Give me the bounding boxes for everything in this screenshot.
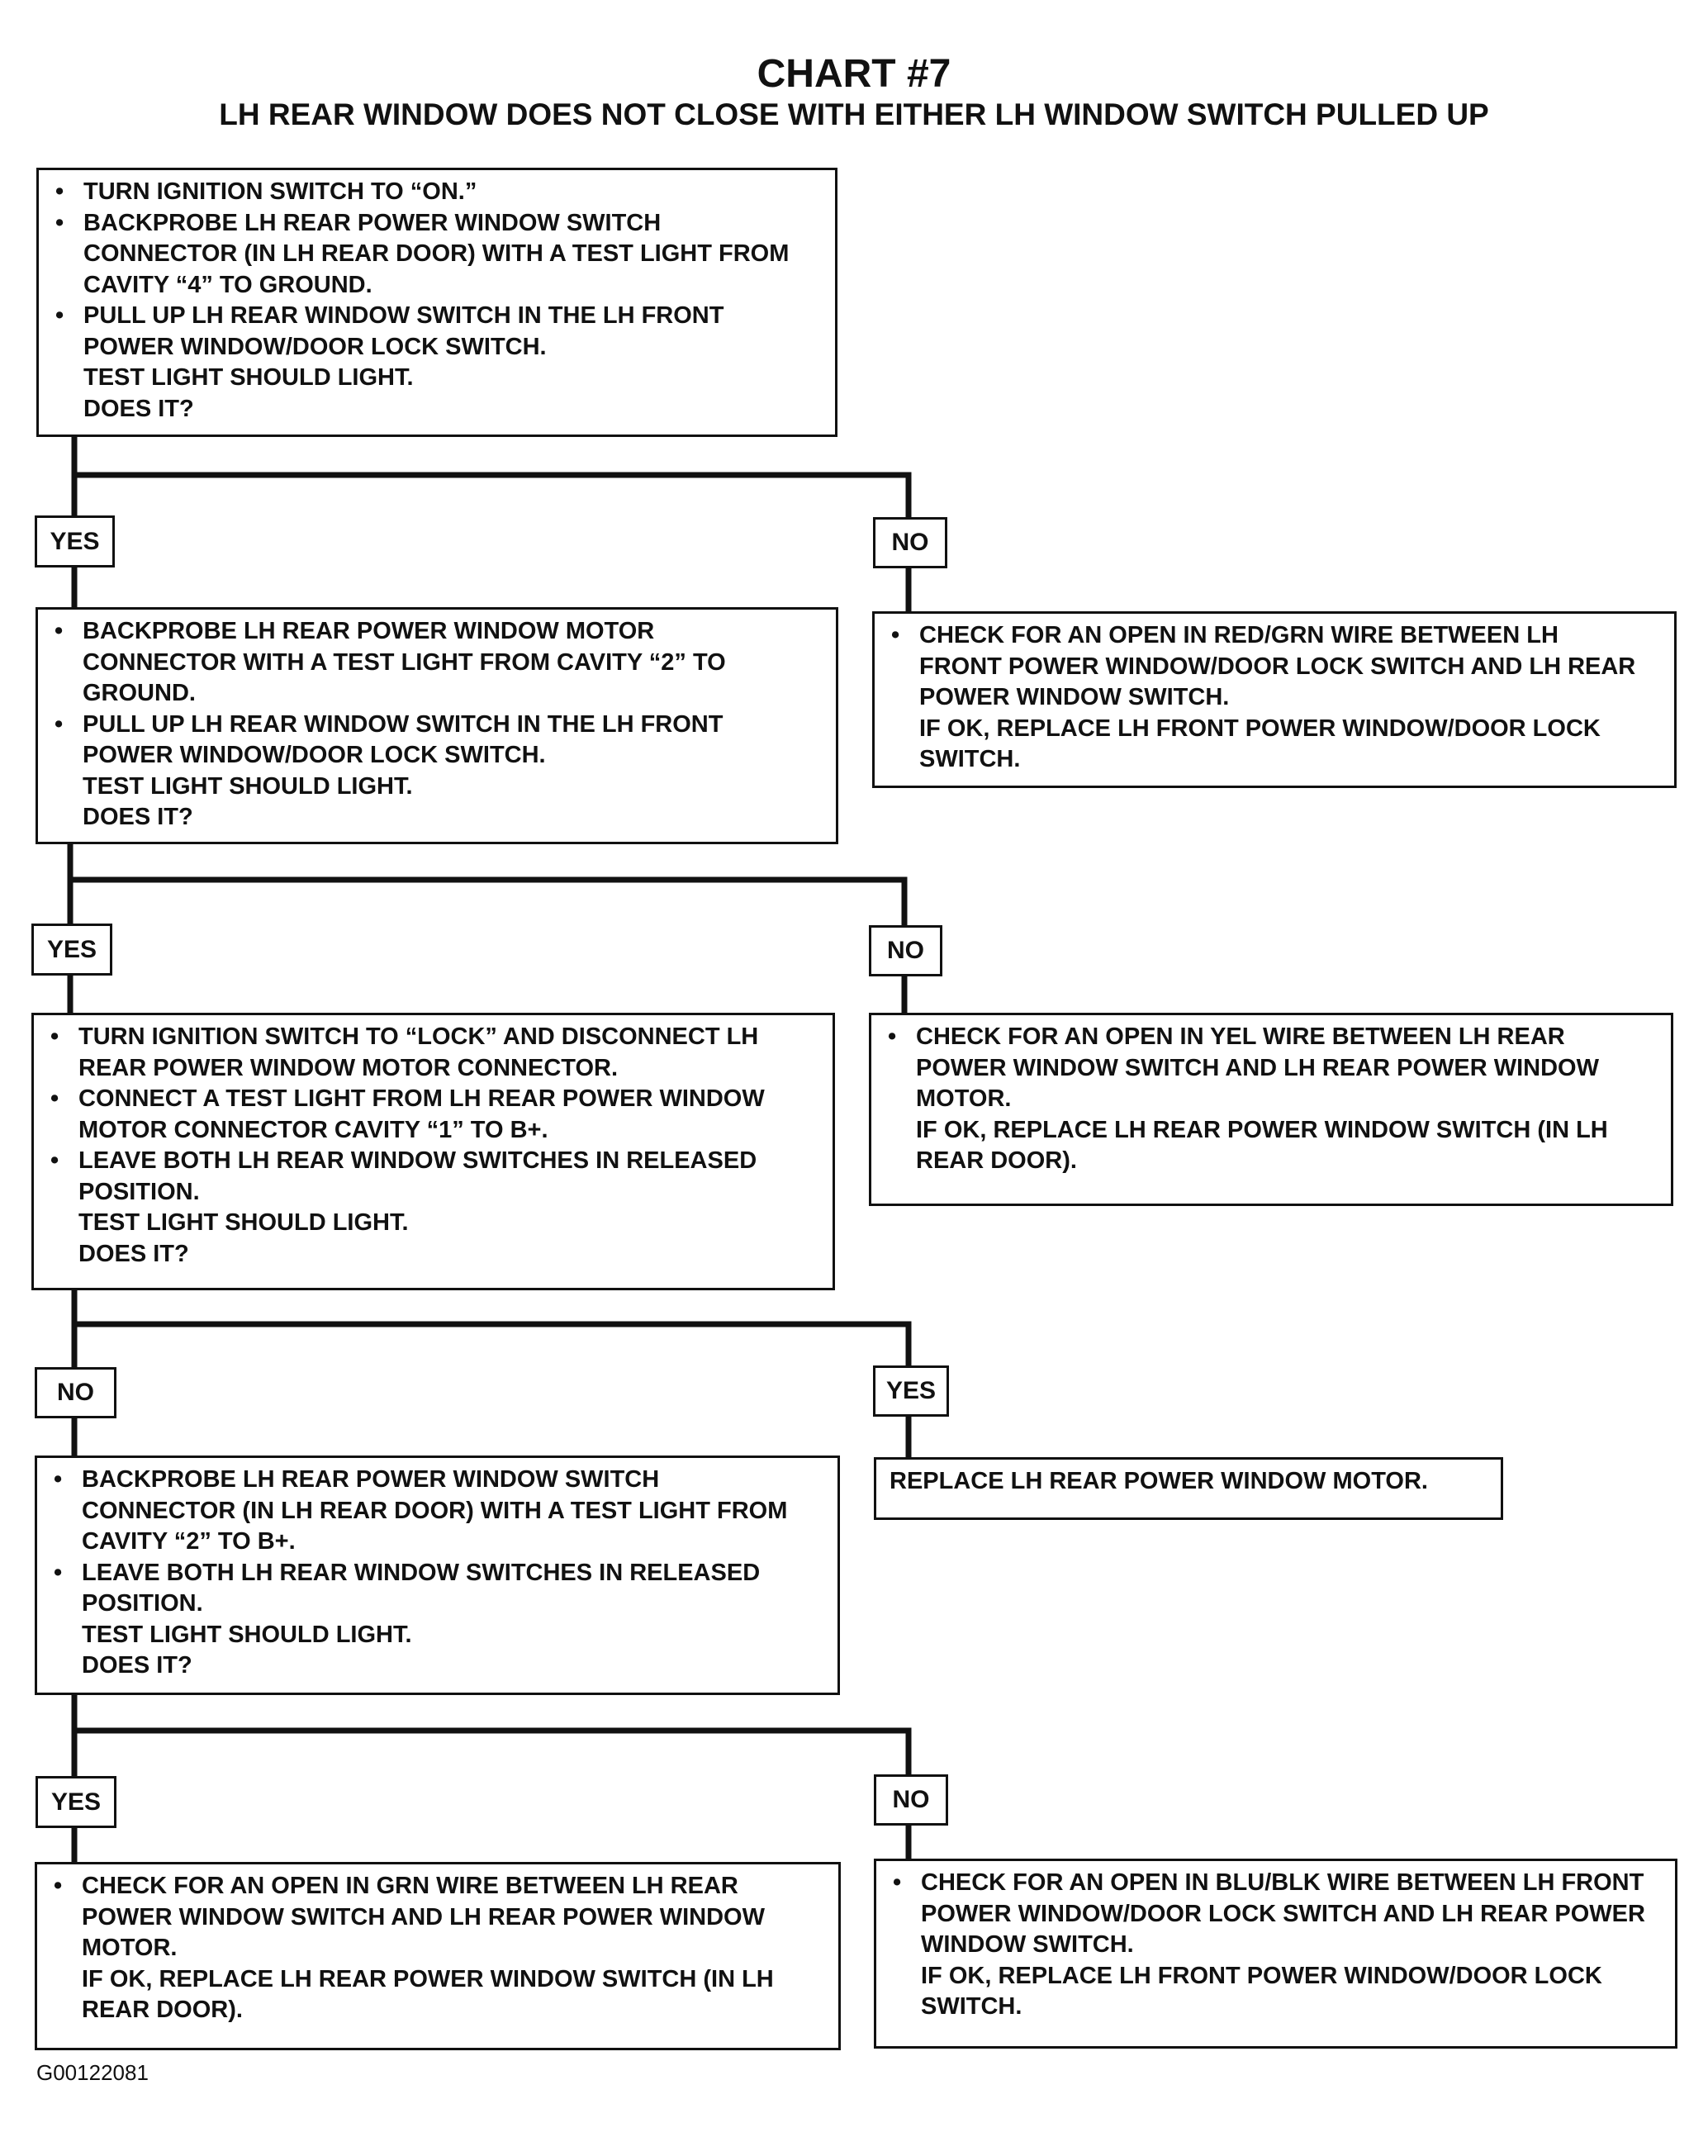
bullet-continuation: FRONT POWER WINDOW/DOOR LOCK SWITCH AND …	[919, 653, 1636, 680]
bullet-item: TURN IGNITION SWITCH TO “ON.”	[52, 177, 825, 208]
step3-yes-box: REPLACE LH REAR POWER WINDOW MOTOR.	[874, 1457, 1503, 1520]
label-no-1: NO	[873, 517, 947, 568]
box-note: IF OK, REPLACE LH REAR POWER WINDOW SWIT…	[916, 1116, 1608, 1143]
bullet-item: LEAVE BOTH LH REAR WINDOW SWITCHES IN RE…	[47, 1146, 823, 1177]
bullet-continuation: POWER WINDOW/DOOR LOCK SWITCH.	[83, 742, 546, 768]
bullet-item: CHECK FOR AN OPEN IN RED/GRN WIRE BETWEE…	[888, 620, 1664, 652]
step4-box: BACKPROBE LH REAR POWER WINDOW SWITCHCON…	[35, 1456, 840, 1695]
bullet-continuation: POSITION.	[82, 1590, 203, 1617]
step1-no-box: CHECK FOR AN OPEN IN RED/GRN WIRE BETWEE…	[872, 611, 1677, 788]
bullet-continuation: GROUND.	[83, 680, 196, 706]
branch-line-1	[71, 430, 912, 613]
chart-title: CHART #7	[757, 52, 951, 96]
box-note: REAR DOOR).	[82, 1997, 243, 2023]
figure-code: G00122081	[36, 2060, 149, 2085]
label-yes-2: YES	[31, 924, 112, 976]
step2-box: BACKPROBE LH REAR POWER WINDOW MOTORCONN…	[36, 607, 838, 844]
label-yes-1: YES	[35, 515, 115, 567]
bullet-item: TURN IGNITION SWITCH TO “LOCK” AND DISCO…	[47, 1022, 823, 1053]
bullet-item: BACKPROBE LH REAR POWER WINDOW SWITCH	[52, 208, 825, 240]
label-no-4: NO	[874, 1774, 948, 1826]
box-note: TEST LIGHT SHOULD LIGHT.	[78, 1209, 409, 1236]
bullet-continuation: CONNECTOR (IN LH REAR DOOR) WITH A TEST …	[82, 1497, 788, 1524]
label-no-2: NO	[869, 925, 942, 976]
bullet-item: BACKPROBE LH REAR POWER WINDOW MOTOR	[51, 616, 826, 648]
bullet-continuation: CAVITY “2” TO B+.	[82, 1528, 296, 1555]
bullet-continuation: MOTOR CONNECTOR CAVITY “1” TO B+.	[78, 1116, 548, 1143]
bullet-continuation: POWER WINDOW/DOOR LOCK SWITCH AND LH REA…	[921, 1900, 1645, 1927]
step1-box: TURN IGNITION SWITCH TO “ON.”BACKPROBE L…	[36, 168, 837, 437]
chart-subtitle: LH REAR WINDOW DOES NOT CLOSE WITH EITHE…	[219, 97, 1489, 131]
box-note: SWITCH.	[919, 746, 1021, 772]
box-note: DOES IT?	[83, 395, 194, 422]
bullet-item: PULL UP LH REAR WINDOW SWITCH IN THE LH …	[52, 301, 825, 332]
branch-line-4	[71, 1688, 912, 1867]
box-note: IF OK, REPLACE LH FRONT POWER WINDOW/DOO…	[921, 1962, 1602, 1989]
bullet-item: CHECK FOR AN OPEN IN GRN WIRE BETWEEN LH…	[50, 1871, 828, 1902]
bullet-continuation: CONNECTOR WITH A TEST LIGHT FROM CAVITY …	[83, 648, 726, 676]
box-note: IF OK, REPLACE LH FRONT POWER WINDOW/DOO…	[919, 715, 1601, 742]
box-note: REAR DOOR).	[916, 1147, 1077, 1174]
box-note: REPLACE LH REAR POWER WINDOW MOTOR.	[890, 1468, 1428, 1494]
label-yes-4: YES	[36, 1776, 116, 1828]
box-note: DOES IT?	[78, 1240, 189, 1267]
bullet-continuation: CONNECTOR (IN LH REAR DOOR) WITH A TEST …	[83, 240, 790, 267]
bullet-continuation: REAR POWER WINDOW MOTOR CONNECTOR.	[78, 1054, 619, 1081]
bullet-continuation: POWER WINDOW SWITCH AND LH REAR POWER WI…	[82, 1903, 765, 1930]
branch-line-3	[71, 1284, 912, 1464]
bullet-item: CHECK FOR AN OPEN IN BLU/BLK WIRE BETWEE…	[890, 1868, 1665, 1899]
box-note: DOES IT?	[83, 804, 193, 830]
label-no-3: NO	[35, 1367, 116, 1418]
bullet-continuation: POWER WINDOW/DOOR LOCK SWITCH.	[83, 333, 547, 360]
box-note: TEST LIGHT SHOULD LIGHT.	[83, 772, 413, 800]
step3-box: TURN IGNITION SWITCH TO “LOCK” AND DISCO…	[31, 1013, 835, 1290]
box-note: DOES IT?	[82, 1652, 192, 1679]
bullet-continuation: WINDOW SWITCH.	[921, 1931, 1134, 1958]
box-note: TEST LIGHT SHOULD LIGHT.	[82, 1621, 412, 1648]
bullet-item: BACKPROBE LH REAR POWER WINDOW SWITCH	[50, 1465, 828, 1496]
box-note: TEST LIGHT SHOULD LIGHT.	[83, 364, 414, 391]
bullet-continuation: POWER WINDOW SWITCH AND LH REAR POWER WI…	[916, 1054, 1599, 1081]
bullet-item: CONNECT A TEST LIGHT FROM LH REAR POWER …	[47, 1084, 823, 1115]
label-yes-3: YES	[873, 1365, 949, 1417]
branch-line-2	[67, 838, 908, 1018]
box-note: SWITCH.	[921, 1993, 1022, 2020]
bullet-continuation: MOTOR.	[916, 1085, 1012, 1112]
bullet-item: CHECK FOR AN OPEN IN YEL WIRE BETWEEN LH…	[885, 1022, 1661, 1053]
step4-yes-box: CHECK FOR AN OPEN IN GRN WIRE BETWEEN LH…	[35, 1862, 841, 2050]
step4-no-box: CHECK FOR AN OPEN IN BLU/BLK WIRE BETWEE…	[874, 1859, 1677, 2049]
bullet-continuation: POWER WINDOW SWITCH.	[919, 684, 1230, 710]
bullet-item: LEAVE BOTH LH REAR WINDOW SWITCHES IN RE…	[50, 1558, 828, 1589]
bullet-item: PULL UP LH REAR WINDOW SWITCH IN THE LH …	[51, 710, 826, 741]
step2-no-box: CHECK FOR AN OPEN IN YEL WIRE BETWEEN LH…	[869, 1013, 1673, 1206]
bullet-continuation: MOTOR.	[82, 1935, 178, 1961]
box-note: IF OK, REPLACE LH REAR POWER WINDOW SWIT…	[82, 1965, 774, 1992]
bullet-continuation: POSITION.	[78, 1178, 200, 1205]
bullet-continuation: CAVITY “4” TO GROUND.	[83, 271, 372, 298]
